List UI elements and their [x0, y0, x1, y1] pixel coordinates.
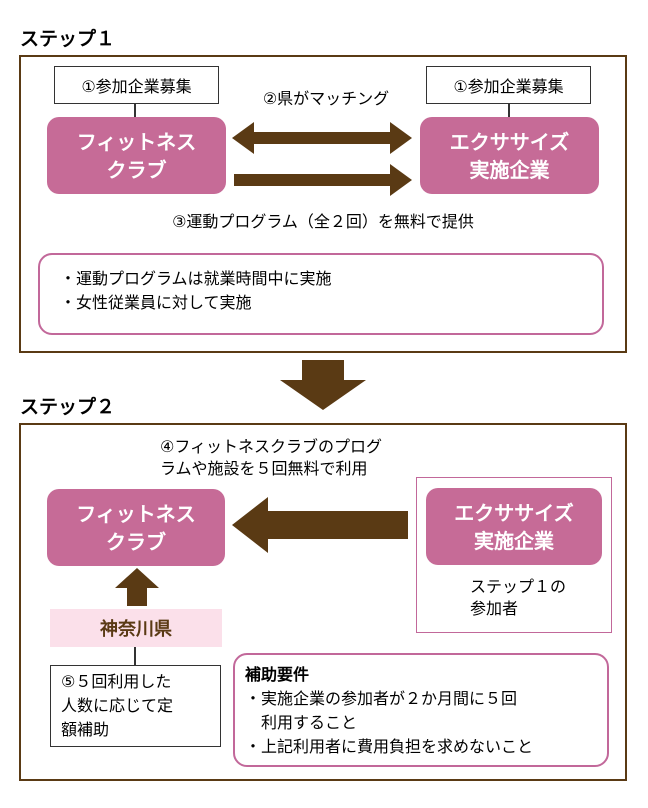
exercise-company-box-step1: エクササイズ 実施企業 [420, 117, 599, 194]
right-arrow [234, 164, 412, 196]
double-arrow [232, 122, 412, 154]
step1-arrows [232, 122, 412, 196]
down-arrow [280, 360, 366, 410]
matching-label: ②県がマッチング [262, 89, 390, 108]
subsidy-line3: 額補助 [61, 720, 110, 739]
fitness-club-line2: クラブ [106, 529, 166, 554]
requirement-line3: ・上記利用者に費用負担を求めないこと [245, 737, 534, 756]
requirements-title: 補助要件 [245, 665, 310, 684]
fitness-club-box-step2: フィットネス クラブ [47, 489, 225, 566]
exercise-company-box-step2: エクササイズ 実施企業 [426, 488, 602, 565]
use-label-line1: ④フィットネスクラブのプログ [160, 437, 383, 456]
exercise-company-line1: エクササイズ [454, 500, 574, 525]
exercise-company-line1: エクササイズ [449, 129, 570, 154]
fitness-club-line1: フィットネス [76, 129, 197, 154]
step1-note-2: ・女性従業員に対して実施 [60, 293, 252, 312]
step1-notes-box: ・運動プログラムは就業時間中に実施 ・女性従業員に対して実施 [38, 253, 604, 335]
fitness-club-box-step1: フィットネス クラブ [47, 117, 226, 194]
fitness-club-line1: フィットネス [76, 501, 196, 526]
fitness-club-line2: クラブ [106, 157, 167, 182]
recruit-right-box: ①参加企業募集 [426, 66, 591, 104]
step1-title: ステップ１ [20, 28, 116, 50]
use-label-line2: ラムや施設を５回無料で利用 [160, 459, 368, 478]
step2-title: ステップ２ [20, 396, 116, 418]
subsidy-line2: 人数に応じて定 [61, 696, 174, 715]
participant-label: ステップ１の 参加者 [470, 576, 600, 620]
recruit-left-box: ①参加企業募集 [54, 66, 219, 104]
program-label: ③運動プログラム（全２回）を無料で提供 [172, 212, 474, 231]
connector-kanagawa [134, 647, 136, 665]
participant-line1: ステップ１の [470, 577, 567, 596]
subsidy-line1: ⑤５回利用した [61, 672, 172, 691]
connector-right [508, 103, 510, 117]
subsidy-box: ⑤５回利用した 人数に応じて定 額補助 [50, 665, 221, 747]
requirement-line2: 利用すること [245, 713, 358, 732]
participant-line2: 参加者 [470, 599, 519, 618]
step1-note-1: ・運動プログラムは就業時間中に実施 [60, 269, 332, 288]
use-label: ④フィットネスクラブのプログ ラムや施設を５回無料で利用 [160, 436, 450, 480]
kanagawa-box: 神奈川県 [50, 609, 222, 647]
left-arrow [232, 497, 408, 553]
requirements-box: 補助要件 ・実施企業の参加者が２か月間に５回 利用すること ・上記利用者に費用負… [233, 653, 609, 767]
exercise-company-line2: 実施企業 [469, 157, 550, 182]
exercise-company-line2: 実施企業 [474, 528, 554, 553]
connector-left [134, 103, 136, 117]
requirement-line1: ・実施企業の参加者が２か月間に５回 [245, 689, 518, 708]
up-arrow [115, 568, 159, 606]
